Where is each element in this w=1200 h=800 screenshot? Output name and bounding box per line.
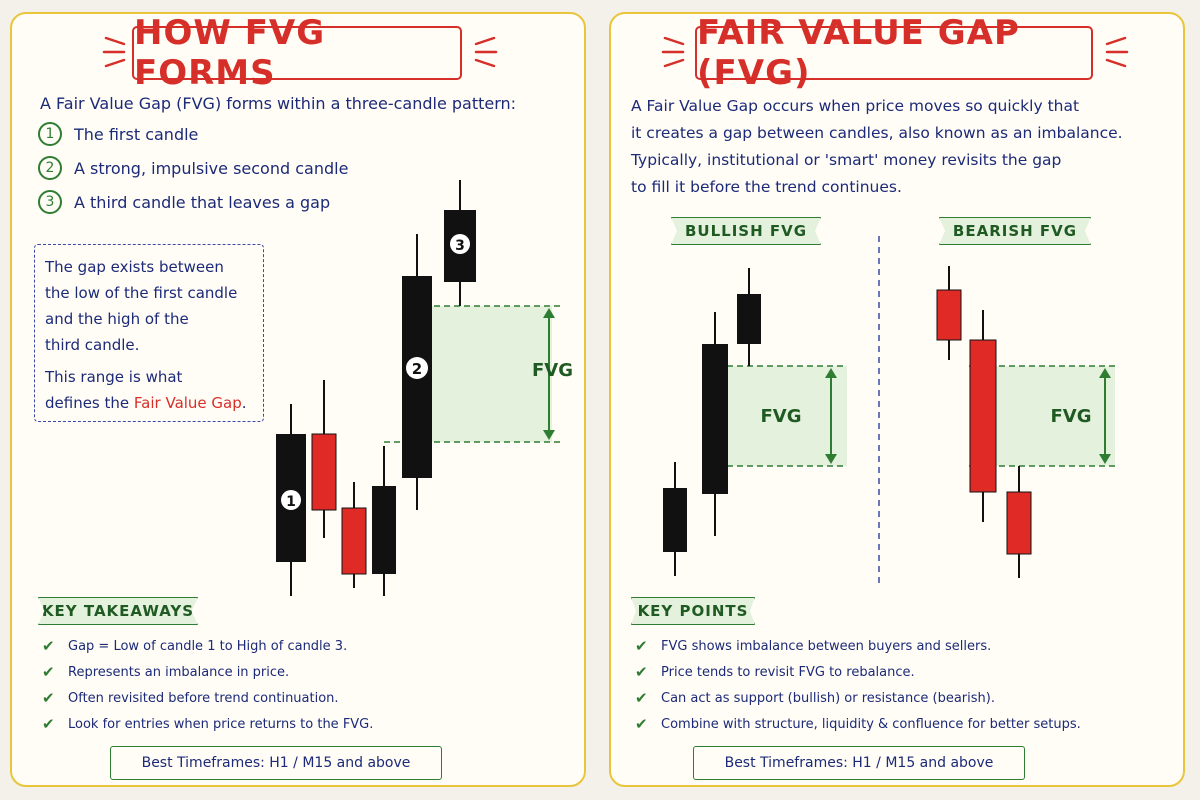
takeaway-item: ✔ Gap = Low of candle 1 to High of candl… bbox=[42, 636, 347, 656]
fvg-highlight: Fair Value Gap bbox=[133, 394, 242, 412]
candle-badge bbox=[281, 490, 301, 510]
bullish-candle bbox=[737, 294, 761, 344]
takeaway-item: ✔ Represents an imbalance in price. bbox=[42, 662, 289, 682]
left-panel: HOW FVG FORMS A Fair Value Gap (FVG) for… bbox=[10, 12, 586, 787]
key-point-item: ✔ Price tends to revisit FVG to rebalanc… bbox=[635, 662, 915, 682]
emphasis-ticks-icon bbox=[661, 36, 685, 68]
fvg-label: FVG bbox=[760, 406, 801, 427]
candle-number: 1 bbox=[286, 494, 296, 510]
step-item: 3 A third candle that leaves a gap bbox=[38, 189, 330, 215]
takeaway-text: Represents an imbalance in price. bbox=[68, 664, 290, 680]
step-text: The first candle bbox=[74, 124, 199, 144]
arrow-up-icon bbox=[1099, 368, 1111, 378]
bullish-fvg-zone bbox=[717, 366, 847, 466]
bearish-candle bbox=[936, 289, 962, 341]
takeaway-item: ✔ Often revisited before trend continuat… bbox=[42, 688, 339, 708]
key-point-text: FVG shows imbalance between buyers and s… bbox=[661, 638, 992, 654]
takeaway-text: Often revisited before trend continuatio… bbox=[68, 690, 339, 706]
key-points-banner: KEY POINTS bbox=[631, 597, 755, 625]
description-line: A Fair Value Gap occurs when price moves… bbox=[631, 97, 1080, 115]
key-point-item: ✔ FVG shows imbalance between buyers and… bbox=[635, 636, 991, 656]
bearish-candle bbox=[1006, 491, 1032, 555]
check-icon: ✔ bbox=[635, 663, 648, 681]
arrow-down-icon bbox=[1099, 454, 1111, 464]
arrow-up-icon bbox=[825, 368, 837, 378]
step-text: A third candle that leaves a gap bbox=[74, 192, 331, 212]
step-item: 2 A strong, impulsive second candle bbox=[38, 155, 348, 181]
fvg-label: FVG bbox=[532, 360, 573, 381]
check-icon: ✔ bbox=[635, 637, 648, 655]
takeaway-text: Look for entries when price returns to t… bbox=[68, 716, 374, 732]
bullish-candle bbox=[663, 488, 687, 552]
takeaway-item: ✔ Look for entries when price returns to… bbox=[42, 714, 373, 734]
candle-number: 2 bbox=[412, 360, 422, 378]
timeframe-box: Best Timeframes: H1 / M15 and above bbox=[110, 746, 442, 780]
key-point-text: Can act as support (bullish) or resistan… bbox=[661, 690, 995, 706]
emphasis-ticks-icon bbox=[474, 36, 498, 68]
timeframe-box: Best Timeframes: H1 / M15 and above bbox=[693, 746, 1025, 780]
emphasis-ticks-icon bbox=[1105, 36, 1129, 68]
candle-number: 3 bbox=[455, 238, 465, 254]
key-point-item: ✔ Can act as support (bullish) or resist… bbox=[635, 688, 995, 708]
description-line: it creates a gap between candles, also k… bbox=[631, 124, 1123, 142]
intro-text: A Fair Value Gap (FVG) forms within a th… bbox=[40, 94, 517, 113]
note-defines: defines the bbox=[45, 394, 130, 412]
note-range-mid: what bbox=[145, 368, 183, 386]
check-icon: ✔ bbox=[42, 715, 55, 733]
check-icon: ✔ bbox=[42, 689, 55, 707]
arrow-down-icon bbox=[543, 430, 555, 440]
description-line: to fill it before the trend continues. bbox=[631, 178, 902, 196]
arrow-up-icon bbox=[543, 308, 555, 318]
check-icon: ✔ bbox=[42, 637, 55, 655]
bearish-candle bbox=[311, 433, 337, 511]
candle-badge bbox=[406, 357, 428, 379]
takeaway-text: Gap = Low of candle 1 to High of candle … bbox=[68, 638, 348, 654]
fvg-label: FVG bbox=[1050, 406, 1091, 427]
three-candle-chart: FVG 1 2 3 bbox=[276, 180, 573, 596]
note-end: . bbox=[241, 394, 247, 412]
note-line: The gap exists between bbox=[45, 258, 224, 276]
step-item: 1 The first candle bbox=[38, 121, 198, 147]
note-line: This range is what bbox=[45, 367, 182, 387]
bullish-bearish-chart: FVG FVG bbox=[663, 236, 1115, 584]
emphasis-ticks-icon bbox=[102, 36, 126, 68]
bullish-fvg-banner: BULLISH FVG bbox=[671, 217, 821, 245]
gap-note-box: The gap exists between the low of the fi… bbox=[34, 244, 264, 422]
bearish-candle bbox=[341, 507, 367, 575]
key-point-text: Price tends to revisit FVG to rebalance. bbox=[661, 664, 915, 680]
bullish-candle bbox=[372, 486, 396, 574]
description-line: Typically, institutional or 'smart' mone… bbox=[631, 151, 1062, 169]
key-point-text: Combine with structure, liquidity & conf… bbox=[661, 716, 1081, 732]
note-line: third candle. bbox=[45, 336, 140, 354]
key-takeaways-banner: KEY TAKEAWAYS bbox=[38, 597, 198, 625]
step-text: A strong, impulsive second candle bbox=[74, 158, 349, 178]
check-icon: ✔ bbox=[635, 689, 648, 707]
key-point-item: ✔ Combine with structure, liquidity & co… bbox=[635, 714, 1081, 734]
note-line: defines the Fair Value Gap. bbox=[45, 393, 247, 413]
bullish-candle bbox=[702, 344, 728, 494]
note-line: and the high of the bbox=[45, 310, 189, 328]
right-panel: FAIR VALUE GAP (FVG) A Fair Value Gap oc… bbox=[609, 12, 1185, 787]
arrow-down-icon bbox=[825, 454, 837, 464]
candle-badge bbox=[450, 234, 470, 254]
bearish-fvg-banner: BEARISH FVG bbox=[939, 217, 1091, 245]
step-number-badge: 2 bbox=[38, 156, 62, 180]
note-range-prefix: This range is bbox=[45, 368, 141, 386]
bearish-candle bbox=[969, 339, 997, 493]
step-number-badge: 1 bbox=[38, 122, 62, 146]
check-icon: ✔ bbox=[42, 663, 55, 681]
step-number-badge: 3 bbox=[38, 190, 62, 214]
check-icon: ✔ bbox=[635, 715, 648, 733]
note-line: the low of the first candle bbox=[45, 284, 238, 302]
